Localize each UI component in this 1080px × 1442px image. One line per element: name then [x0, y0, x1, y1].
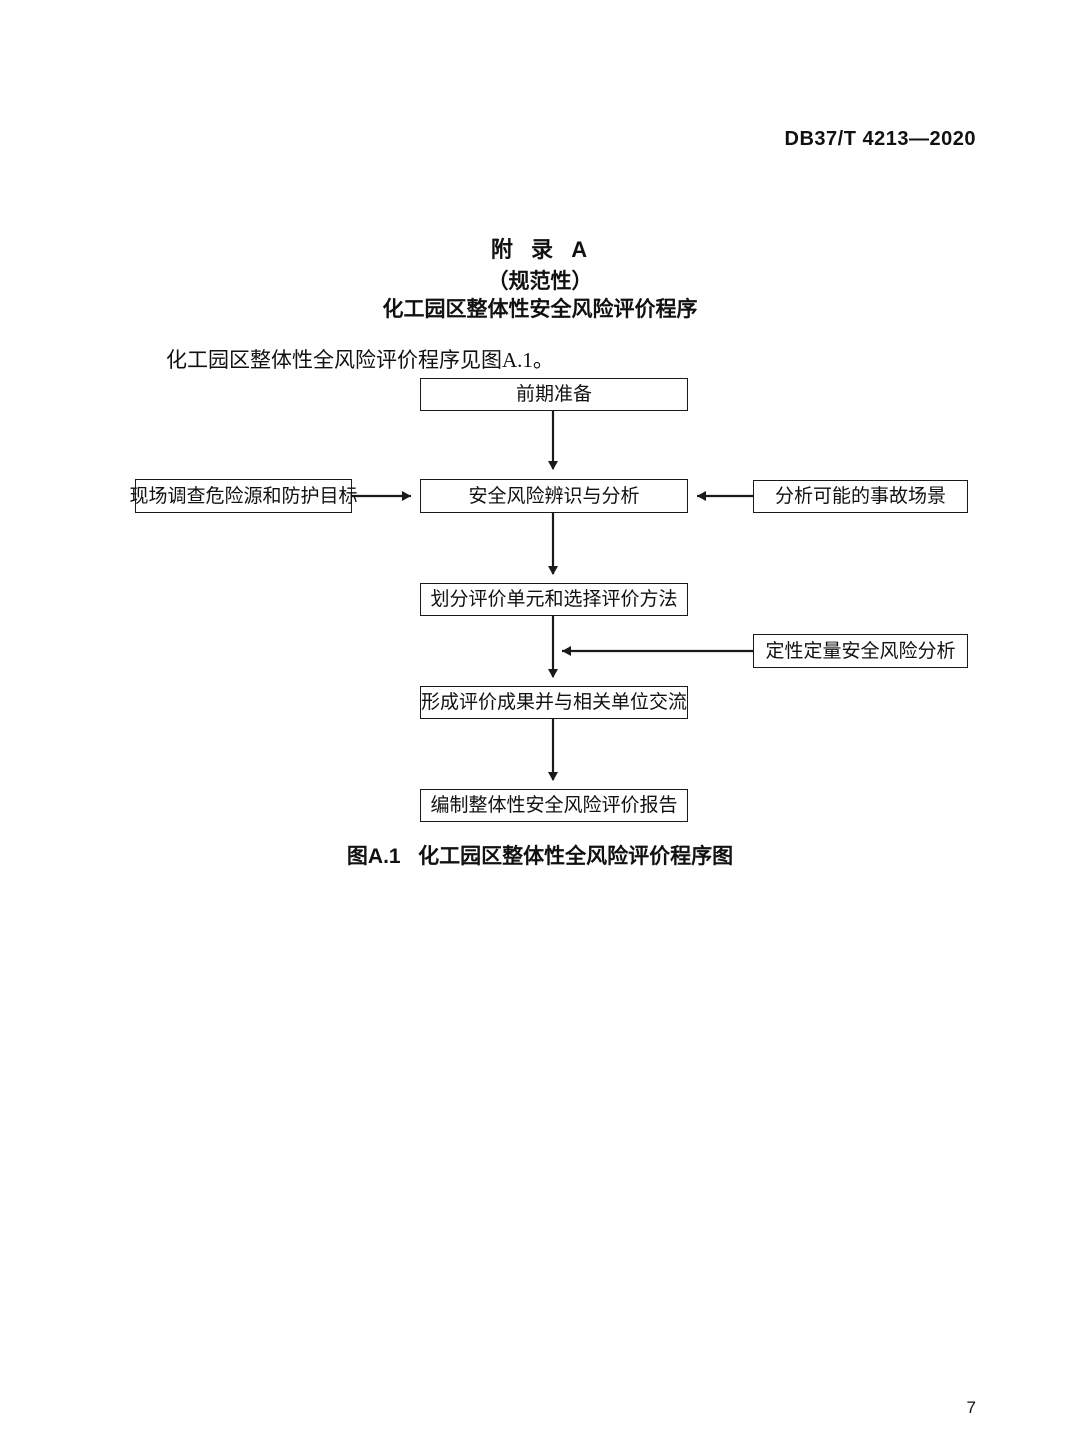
flow-node-identify[interactable]: 安全风险辨识与分析: [420, 479, 688, 513]
flow-node-report[interactable]: 编制整体性安全风险评价报告: [420, 789, 688, 822]
flow-node-prep[interactable]: 前期准备: [420, 378, 688, 411]
flow-node-scenario[interactable]: 分析可能的事故场景: [753, 480, 968, 513]
page-number: 7: [966, 1398, 976, 1417]
body-paragraph: 化工园区整体性全风险评价程序见图A.1。: [166, 348, 554, 372]
flow-node-unit[interactable]: 划分评价单元和选择评价方法: [420, 583, 688, 616]
document-header-standard-id: DB37/T 4213—2020: [784, 128, 976, 150]
figure-caption: 图A.1 化工园区整体性全风险评价程序图: [346, 845, 734, 868]
annex-title: 附 录 A: [490, 237, 590, 262]
annex-name: 化工园区整体性安全风险评价程序: [382, 298, 698, 321]
flow-node-quant[interactable]: 定性定量安全风险分析: [753, 634, 968, 668]
flow-node-results[interactable]: 形成评价成果并与相关单位交流: [420, 686, 688, 719]
annex-subtitle: （规范性）: [487, 270, 593, 293]
flow-node-site[interactable]: 现场调查危险源和防护目标: [130, 479, 358, 513]
